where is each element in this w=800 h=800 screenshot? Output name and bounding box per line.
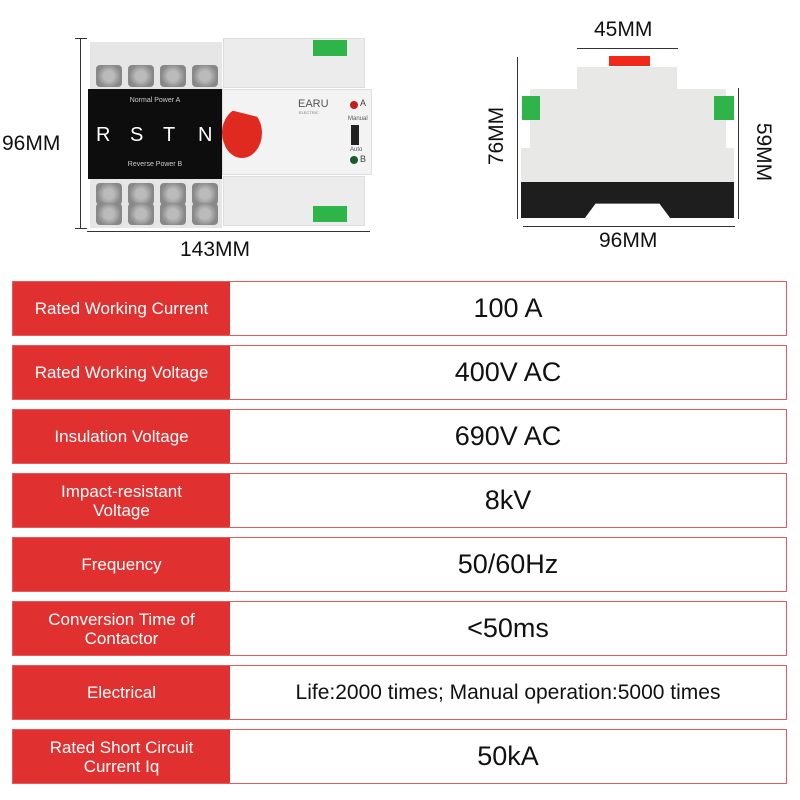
- height-dimension-line: [80, 38, 81, 229]
- spec-label: Conversion Time of Contactor: [13, 602, 230, 655]
- brand-sub: ELECTRIC: [299, 110, 319, 115]
- spec-label: Rated Working Voltage: [13, 346, 230, 399]
- right-dimension-label: 59MM: [752, 122, 776, 182]
- indicator-a-label: A: [360, 98, 367, 108]
- spec-label: Impact-resistant Voltage: [13, 474, 230, 527]
- spec-value: 100 A: [473, 293, 543, 323]
- width-label: 143MM: [180, 238, 251, 261]
- spec-row: Rated Working Voltage 400V AC: [12, 345, 787, 400]
- spec-value: Life:2000 times; Manual operation:5000 t…: [295, 680, 721, 704]
- spec-row: Rated Working Current 100 A: [12, 281, 787, 336]
- spec-label: Insulation Voltage: [13, 410, 230, 463]
- led-b-icon: [350, 156, 358, 164]
- left-clip: [522, 96, 540, 120]
- side-base: [521, 182, 734, 218]
- bottom-terminal-block: [313, 206, 347, 222]
- phase-n: N: [198, 124, 213, 146]
- spec-value: 8kV: [484, 485, 532, 515]
- side-top-block: [577, 67, 677, 89]
- right-clip: [714, 96, 734, 120]
- spec-row: Impact-resistant Voltage 8kV: [12, 473, 787, 528]
- left-dimension-line: [517, 57, 518, 219]
- height-label: 96MM: [2, 132, 61, 155]
- bottom-dimension-line: [523, 226, 735, 227]
- spec-row: Conversion Time of Contactor <50ms: [12, 601, 787, 656]
- right-dimension-line: [738, 88, 739, 219]
- spec-label: Rated Short Circuit Current Iq: [13, 730, 230, 783]
- spec-value: 400V AC: [454, 357, 562, 387]
- normal-power-label: Normal Power A: [129, 97, 181, 104]
- spec-value: <50ms: [467, 613, 549, 643]
- spec-row: Rated Short Circuit Current Iq 50kA: [12, 729, 787, 784]
- indicator-b-label: B: [360, 154, 367, 164]
- rotary-knob[interactable]: [222, 108, 262, 158]
- phase-s: S: [130, 124, 144, 146]
- phase-panel: Normal Power A R S T N Reverse Power B: [88, 89, 222, 179]
- width-dimension-line: [87, 231, 370, 232]
- led-a-icon: [350, 101, 358, 109]
- spec-label: Frequency: [13, 538, 230, 591]
- spec-label: Rated Working Current: [13, 282, 230, 335]
- spec-row: Frequency 50/60Hz: [12, 537, 787, 592]
- side-knob: [609, 56, 650, 66]
- auto-label: Auto: [350, 147, 363, 153]
- side-body-lower: [521, 148, 734, 182]
- spec-row: Electrical Life:2000 times; Manual operat…: [12, 665, 787, 720]
- phase-r: R: [96, 124, 111, 146]
- mode-switch[interactable]: [351, 125, 359, 145]
- left-dimension-label: 76MM: [485, 106, 509, 166]
- brand-logo: EARU: [298, 98, 329, 110]
- spec-row: Insulation Voltage 690V AC: [12, 409, 787, 464]
- spec-value: 50kA: [477, 741, 539, 771]
- manual-label: Manual: [348, 116, 368, 122]
- phase-t: T: [163, 124, 176, 146]
- top-terminal-block: [313, 40, 347, 56]
- bottom-dimension-label: 96MM: [599, 229, 658, 252]
- dimension-tick: [75, 228, 87, 229]
- spec-value: 50/60Hz: [457, 549, 559, 579]
- reverse-power-label: Reverse Power B: [127, 161, 183, 168]
- dimension-tick: [75, 38, 87, 39]
- top-dimension-line: [577, 48, 678, 49]
- spec-value: 690V AC: [454, 421, 562, 451]
- side-body: [530, 89, 726, 149]
- top-dimension-label: 45MM: [594, 18, 653, 41]
- spec-label: Electrical: [13, 666, 230, 719]
